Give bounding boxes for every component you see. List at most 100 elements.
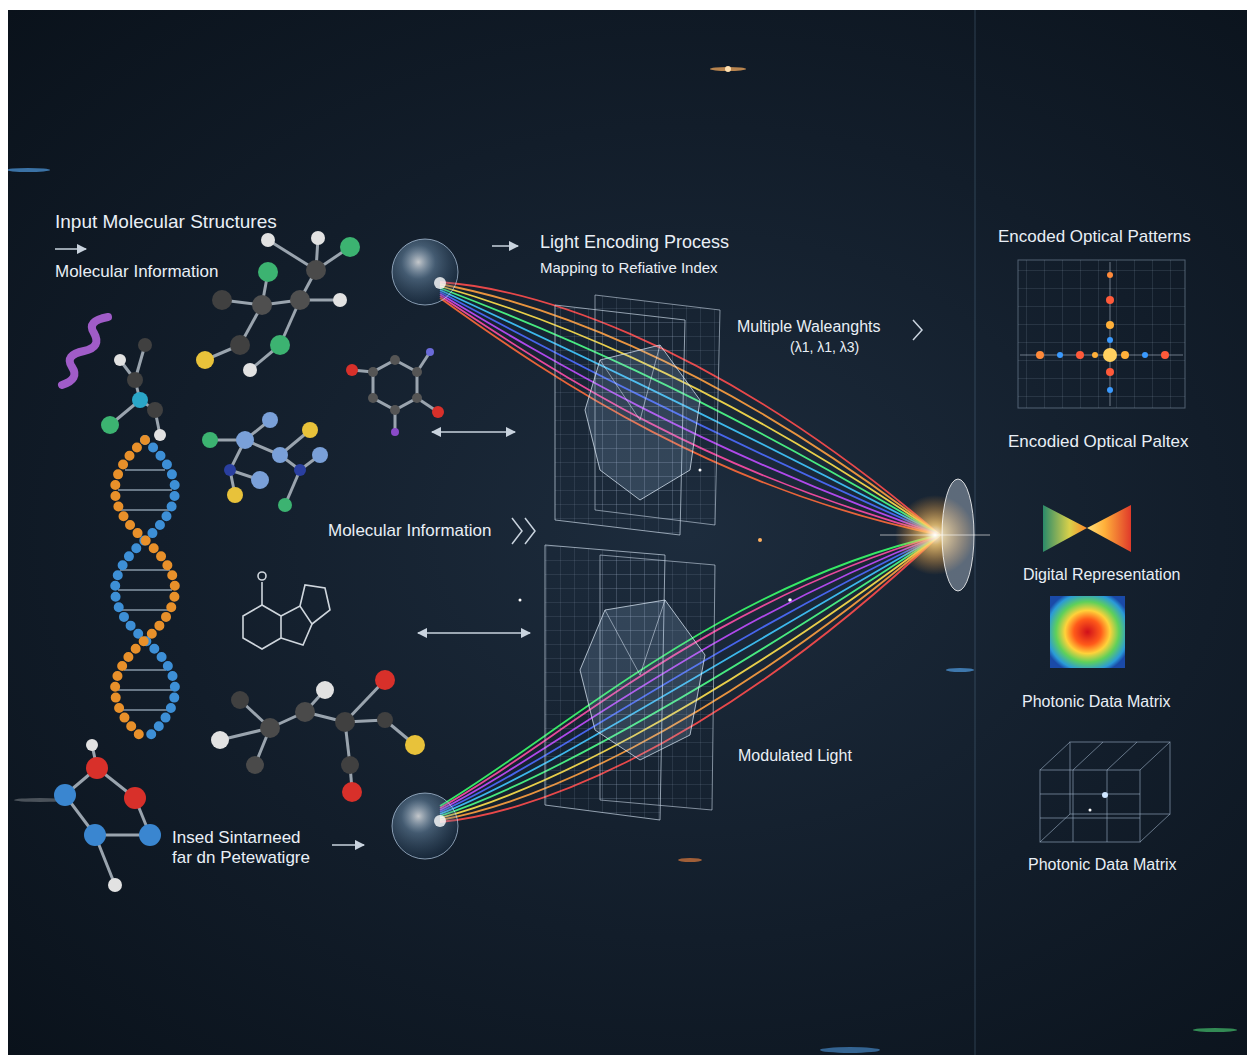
molecule-atoms-part — [391, 428, 399, 436]
molecule-atoms-part — [132, 392, 148, 408]
light-rays-part — [440, 284, 940, 535]
scatter-plot-part — [1107, 272, 1113, 278]
illustration — [8, 10, 1247, 1055]
molecule-atoms-part — [202, 432, 218, 448]
scatter-plot-part — [1142, 352, 1148, 358]
light-rays-part — [440, 292, 940, 535]
molecule-atoms-part — [335, 712, 355, 732]
background-panel: Input Molecular StructuresMolecular Info… — [8, 10, 1247, 1055]
molecule-atoms-part — [86, 739, 98, 751]
dna-helix-part-part — [125, 469, 165, 471]
wavelength-values: (λ1, λ1, λ3) — [790, 339, 859, 356]
dna-helix-part-part — [122, 609, 168, 611]
structural-formula — [243, 572, 330, 649]
molecule-atoms-part — [272, 447, 288, 463]
garbled-label: Insed Sintarneed far dn Petewatigre — [172, 828, 324, 869]
flow-label: Modulated Light — [738, 746, 852, 765]
cube-grid-part — [1140, 742, 1170, 770]
molecule-atoms-part — [251, 471, 269, 489]
molecule-atoms-part — [278, 498, 292, 512]
structural-formula-part — [300, 585, 330, 624]
molecule-atoms-part — [342, 782, 362, 802]
cube-grid-part — [1040, 794, 1140, 795]
scatter-plot-part — [1036, 351, 1044, 359]
sparkles-part — [519, 599, 522, 602]
encoding-panels-part — [580, 600, 705, 760]
section-heading: Encoded Optical Patterns — [998, 227, 1191, 247]
section-subheading: Mapping to Refiative Index — [540, 259, 718, 277]
structural-formula-part — [243, 605, 281, 649]
arrows-part — [512, 518, 522, 544]
molecule-atoms-part — [246, 756, 264, 774]
arrows-part — [913, 320, 922, 340]
molecule-atoms-part — [294, 464, 306, 476]
dna-helix-part-part — [118, 489, 172, 491]
cube-grid-part — [1073, 742, 1103, 770]
scatter-plot-part — [1110, 262, 1111, 406]
label-layer: Input Molecular StructuresMolecular Info… — [8, 10, 1247, 1055]
cube-grid-part — [1070, 742, 1170, 814]
molecule-atoms-part — [311, 231, 325, 245]
molecule-atoms-part — [412, 367, 422, 377]
molecule-atoms-part — [101, 416, 119, 434]
molecule-atoms-part — [108, 878, 122, 892]
dna-helix-part-part — [118, 589, 172, 591]
molecule-atoms-part — [302, 422, 318, 438]
molecule-atoms-part — [227, 487, 243, 503]
heatmap-square — [1050, 596, 1125, 668]
light-rays-part — [440, 296, 940, 535]
molecule-atoms-part — [86, 757, 108, 779]
molecule-atoms-part — [295, 702, 315, 722]
section-heading: Light Encoding Process — [540, 232, 729, 254]
dna-helix-part-part — [120, 509, 170, 511]
arrows-part — [525, 518, 535, 544]
sparkles — [8, 66, 1237, 1053]
arrows-part — [55, 248, 86, 250]
glass-spheres-part — [434, 277, 446, 289]
molecule-atoms-part — [262, 412, 278, 428]
sparkles-part — [678, 858, 702, 862]
scatter-plot-part — [1106, 321, 1114, 329]
molecule-atoms-part — [261, 233, 275, 247]
dna-helix — [115, 440, 175, 740]
structural-formula-part — [258, 572, 266, 580]
light-rays — [440, 282, 940, 822]
dna-helix-part-part — [120, 569, 170, 571]
molecule-atoms-part — [139, 824, 161, 846]
sparkles-part — [946, 668, 974, 672]
encoding-panels-part — [600, 345, 660, 420]
molecule-atoms — [54, 231, 444, 892]
molecule-atoms-part — [138, 338, 152, 352]
molecule-atoms-part — [230, 335, 250, 355]
molecule-bonds — [65, 238, 438, 885]
scatter-plot-part — [1076, 351, 1084, 359]
molecule-atoms-part — [341, 756, 359, 774]
structural-formula-part — [261, 582, 263, 605]
molecule-atoms-part — [258, 262, 278, 282]
molecule-atoms-part — [390, 355, 400, 365]
scatter-plot-part — [1107, 387, 1113, 393]
section-heading: Input Molecular Structures — [55, 211, 277, 234]
light-rays-part — [440, 535, 940, 812]
arrows-part — [332, 844, 364, 846]
cube-grid-part — [1040, 770, 1140, 842]
molecule-atoms-part — [84, 824, 106, 846]
light-rays-part — [440, 535, 940, 814]
sparkles-part — [725, 66, 731, 72]
scatter-plot-part — [1161, 351, 1169, 359]
molecule-atoms-part — [236, 431, 254, 449]
molecule-atoms-part — [114, 354, 126, 366]
molecule-atoms-part — [127, 372, 143, 388]
molecule-atoms-part — [412, 393, 422, 403]
sparkles-part — [820, 1047, 880, 1053]
light-rays-part — [440, 535, 940, 820]
molecule-atoms-part — [377, 712, 393, 728]
molecule-atoms-part — [154, 429, 166, 441]
molecule-atoms-part — [432, 406, 444, 418]
wavelength-label: Multiple Waleanghts — [737, 317, 880, 336]
light-rays-part — [440, 535, 940, 810]
glass-spheres-part — [434, 815, 446, 827]
cube-grid-part — [1102, 792, 1108, 798]
scatter-plot-part — [1103, 348, 1117, 362]
molecule-atoms-part — [368, 367, 378, 377]
